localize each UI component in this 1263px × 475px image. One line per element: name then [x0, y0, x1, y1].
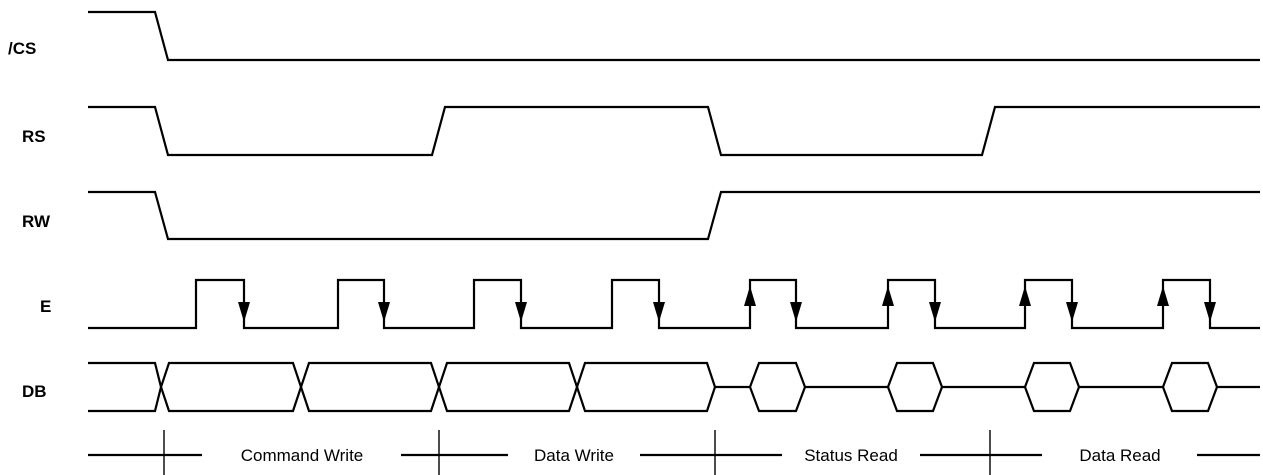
phase-label-status-read: Status Read	[804, 446, 898, 465]
e-waveform	[88, 278, 1260, 330]
falling-edge-arrow	[929, 302, 941, 322]
rs-waveform	[88, 105, 1260, 157]
falling-edge-arrow	[1066, 302, 1078, 322]
signal-label-rw: RW	[22, 212, 51, 231]
rising-edge-arrow	[1157, 286, 1169, 306]
signal-label-cs: /CS	[8, 39, 36, 58]
falling-edge-arrow	[1204, 302, 1216, 322]
phase-label-data-write: Data Write	[534, 446, 614, 465]
falling-edge-arrow	[653, 302, 665, 322]
phase-label-command-write: Command Write	[241, 446, 364, 465]
rw-waveform	[88, 190, 1260, 241]
rising-edge-arrow	[744, 286, 756, 306]
falling-edge-arrow	[238, 302, 250, 322]
rising-edge-arrow	[882, 286, 894, 306]
db-waveform	[88, 361, 1260, 413]
rising-edge-arrow	[1019, 286, 1031, 306]
cs-waveform	[88, 10, 1260, 62]
falling-edge-arrow	[378, 302, 390, 322]
phase-dividers	[163, 430, 991, 475]
e-edge-arrows	[238, 286, 1216, 322]
signal-label-rs: RS	[22, 127, 46, 146]
signal-label-e: E	[40, 297, 51, 316]
falling-edge-arrow	[515, 302, 527, 322]
falling-edge-arrow	[790, 302, 802, 322]
phase-label-data-read: Data Read	[1079, 446, 1160, 465]
signal-label-db: DB	[22, 382, 47, 401]
